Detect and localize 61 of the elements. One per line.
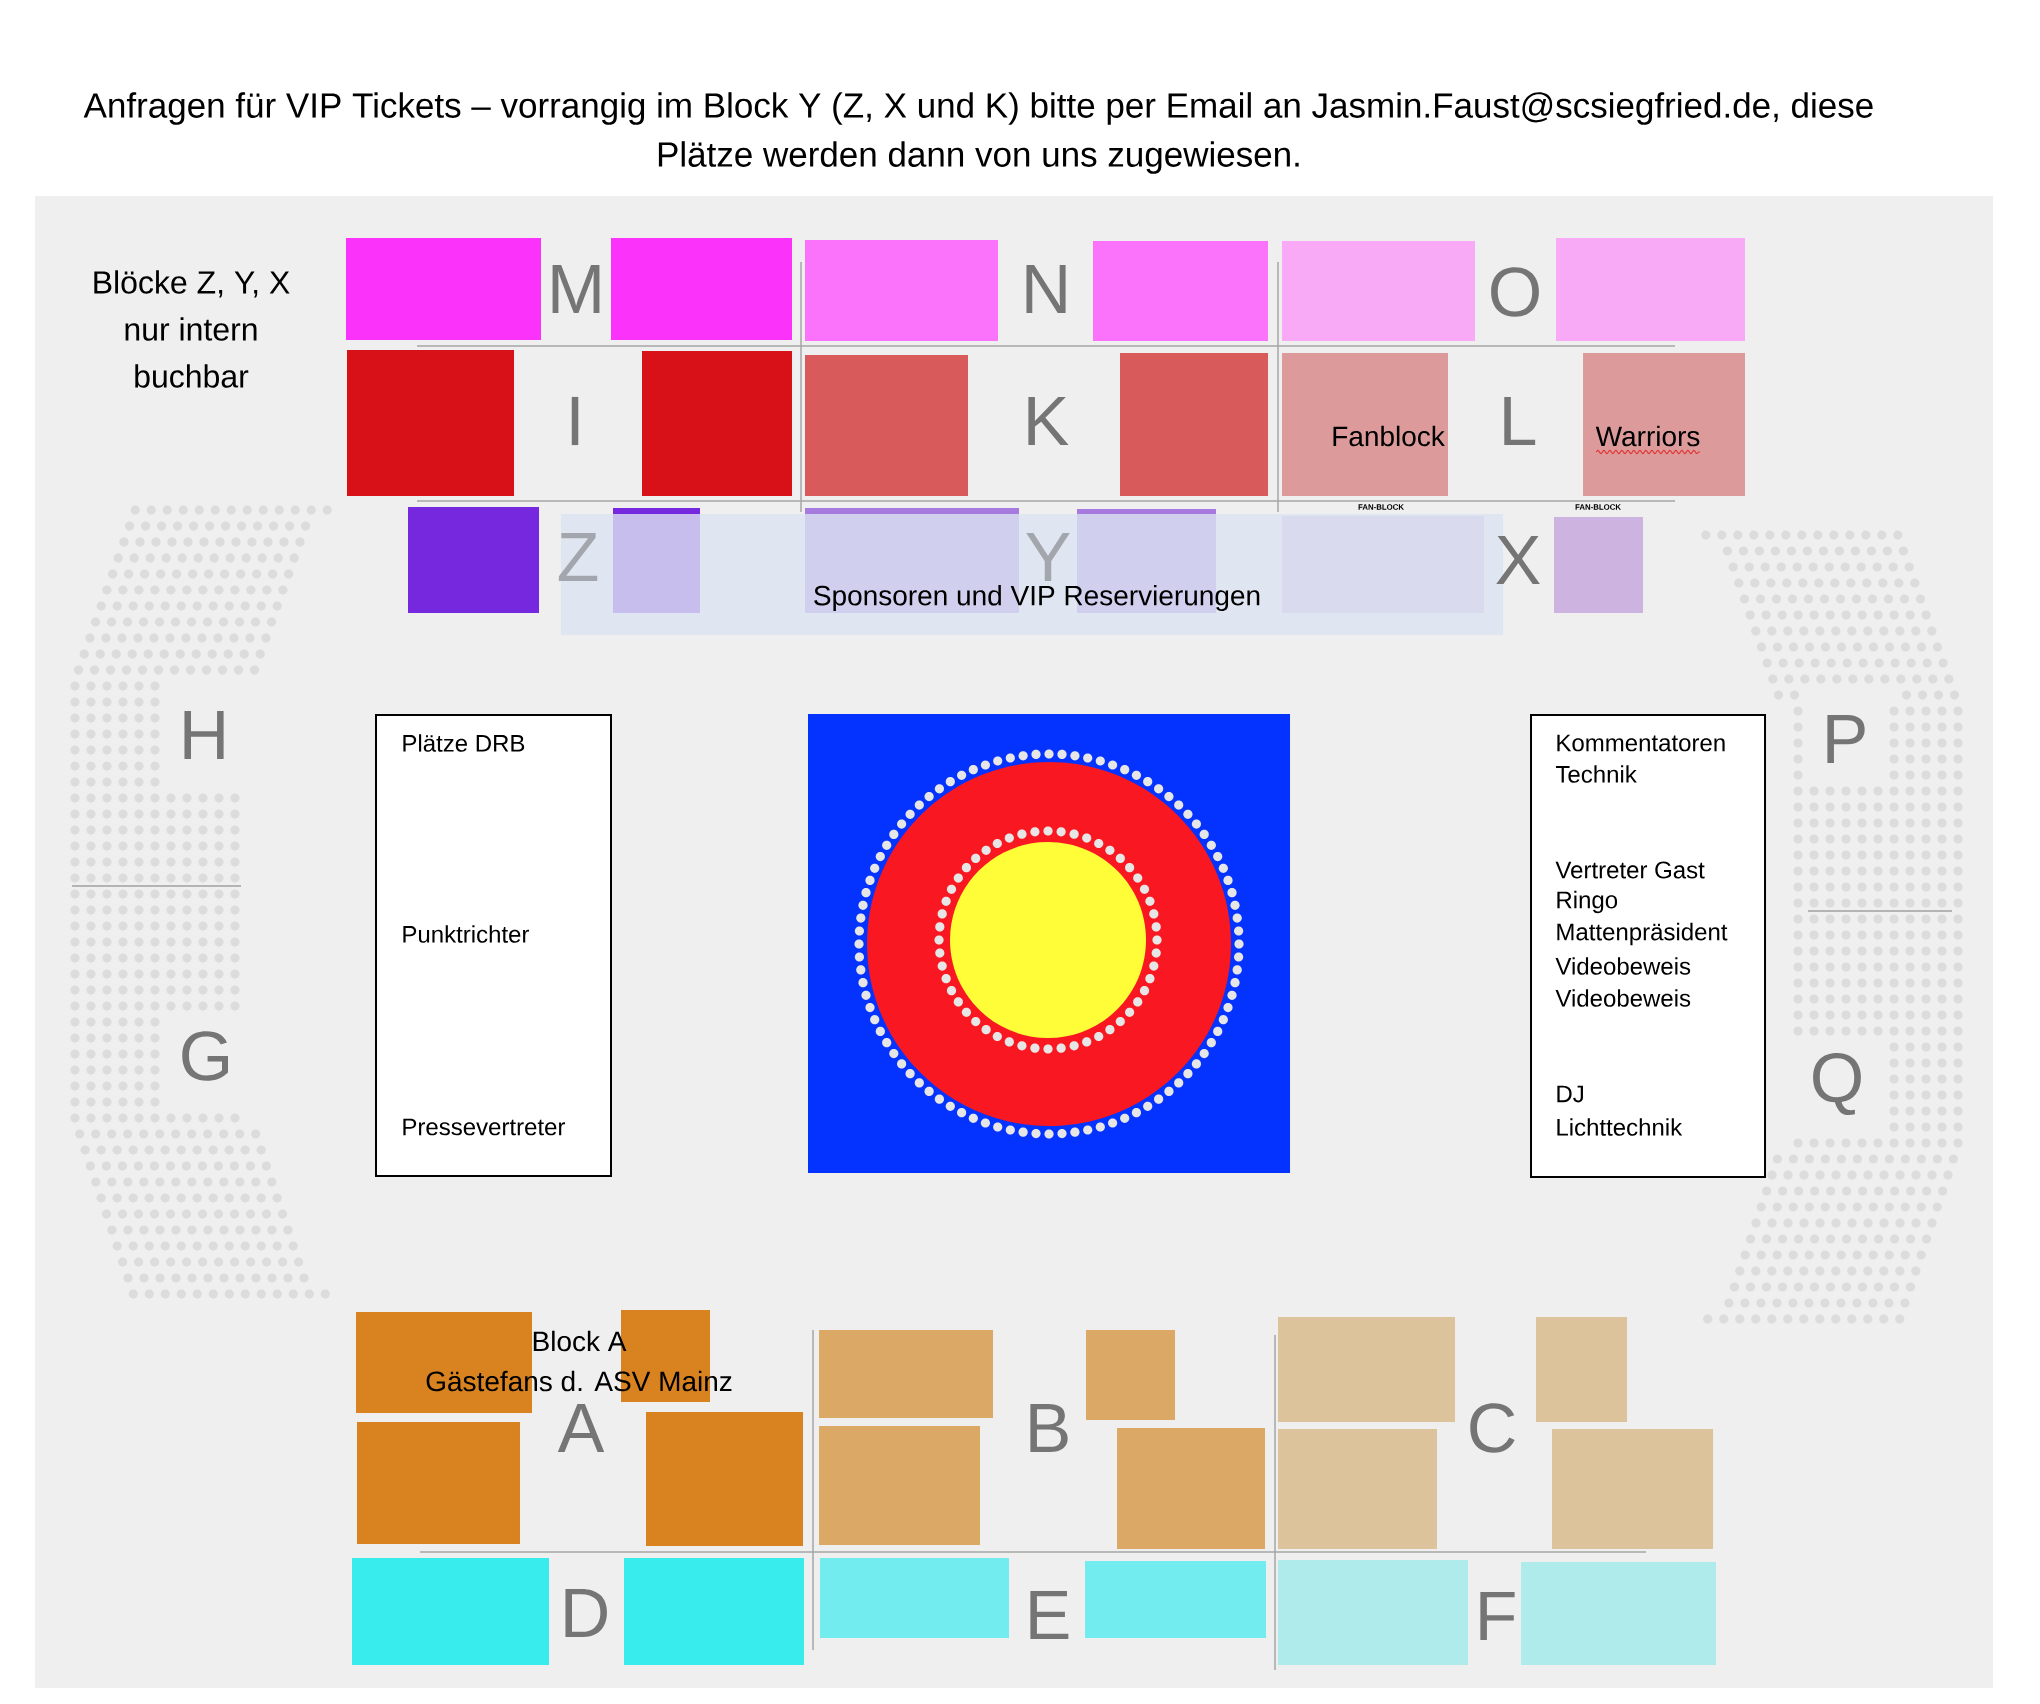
role-label: Lichttechnik [1557, 1118, 1683, 1136]
block-letter: M [552, 264, 600, 314]
seating-block [1085, 1561, 1266, 1638]
seating-block [646, 1412, 803, 1546]
role-label: Mattenpräsident [1557, 922, 1728, 946]
block-letter: E [1030, 1590, 1069, 1640]
block-letter: G [182, 1031, 228, 1081]
block-letter: Z [558, 532, 598, 582]
seating-block [1556, 238, 1745, 341]
seating-block [624, 1558, 804, 1665]
seating-block [805, 355, 968, 496]
role-label: Plätze DRB [403, 734, 525, 752]
heading: Anfragen für VIP Tickets – vorrangig im Block Y (Z, X und K) bitte per Email an Jasmin.Faust@scsiegfried.de, diese Plätze werden dann von uns zugewiesen. [83, 92, 1873, 174]
role-label: Vertreter Gast [1555, 861, 1705, 879]
seating-block [1552, 1429, 1713, 1549]
role-label: Pressevertreter [403, 1118, 566, 1136]
seating-block [352, 1558, 549, 1665]
seating-block [1278, 1560, 1468, 1665]
block-letter: K [1028, 396, 1069, 446]
seating-block [1554, 517, 1643, 613]
role-label: Videobeweis [1555, 957, 1691, 975]
seating-block [1278, 1317, 1455, 1422]
block-letter: D [565, 1588, 607, 1638]
block-letter: H [184, 710, 224, 760]
seating-block [1536, 1317, 1627, 1422]
block-letter: A [557, 1403, 605, 1453]
block-letter: Y [1026, 532, 1070, 582]
seating-block: Warriors [1583, 353, 1745, 496]
seating-block [1278, 1429, 1437, 1549]
seating-block [805, 240, 998, 341]
seating-block [357, 1422, 520, 1544]
seating-block [1117, 1428, 1265, 1549]
block-letter: B [1030, 1403, 1068, 1453]
block-letter: L [1504, 396, 1536, 446]
seating-block [1120, 353, 1268, 496]
seating-block [1521, 1562, 1716, 1665]
role-label: Kommentatoren [1557, 734, 1725, 752]
seating-block [1086, 1330, 1175, 1420]
seating-block [613, 508, 700, 613]
seating-block [346, 238, 541, 340]
block-letter: I [571, 396, 579, 446]
seating-block: Fanblock [1282, 353, 1448, 496]
block-letter: F [1480, 1591, 1515, 1641]
role-label: Ringo [1557, 890, 1618, 914]
role-label: DJ [1557, 1085, 1583, 1103]
role-label: Punktrichter [403, 925, 530, 943]
block-letter: O [1491, 267, 1539, 317]
seating-block [819, 1330, 993, 1418]
seating-block [347, 350, 514, 496]
note-text: Blöcke Z, Y, X nur intern buchbar [94, 270, 290, 388]
block-letter: N [1026, 264, 1066, 314]
seating-block [642, 351, 792, 496]
seating-block [1282, 241, 1475, 341]
seating-block [820, 1558, 1009, 1638]
seating-block [408, 507, 539, 613]
seating-block [1093, 241, 1268, 341]
role-label: Videobeweis [1555, 989, 1691, 1007]
role-label: Technik [1555, 765, 1637, 783]
seating-block [819, 1426, 980, 1545]
seating-block [611, 238, 792, 340]
block-letter: C [1470, 1403, 1515, 1453]
